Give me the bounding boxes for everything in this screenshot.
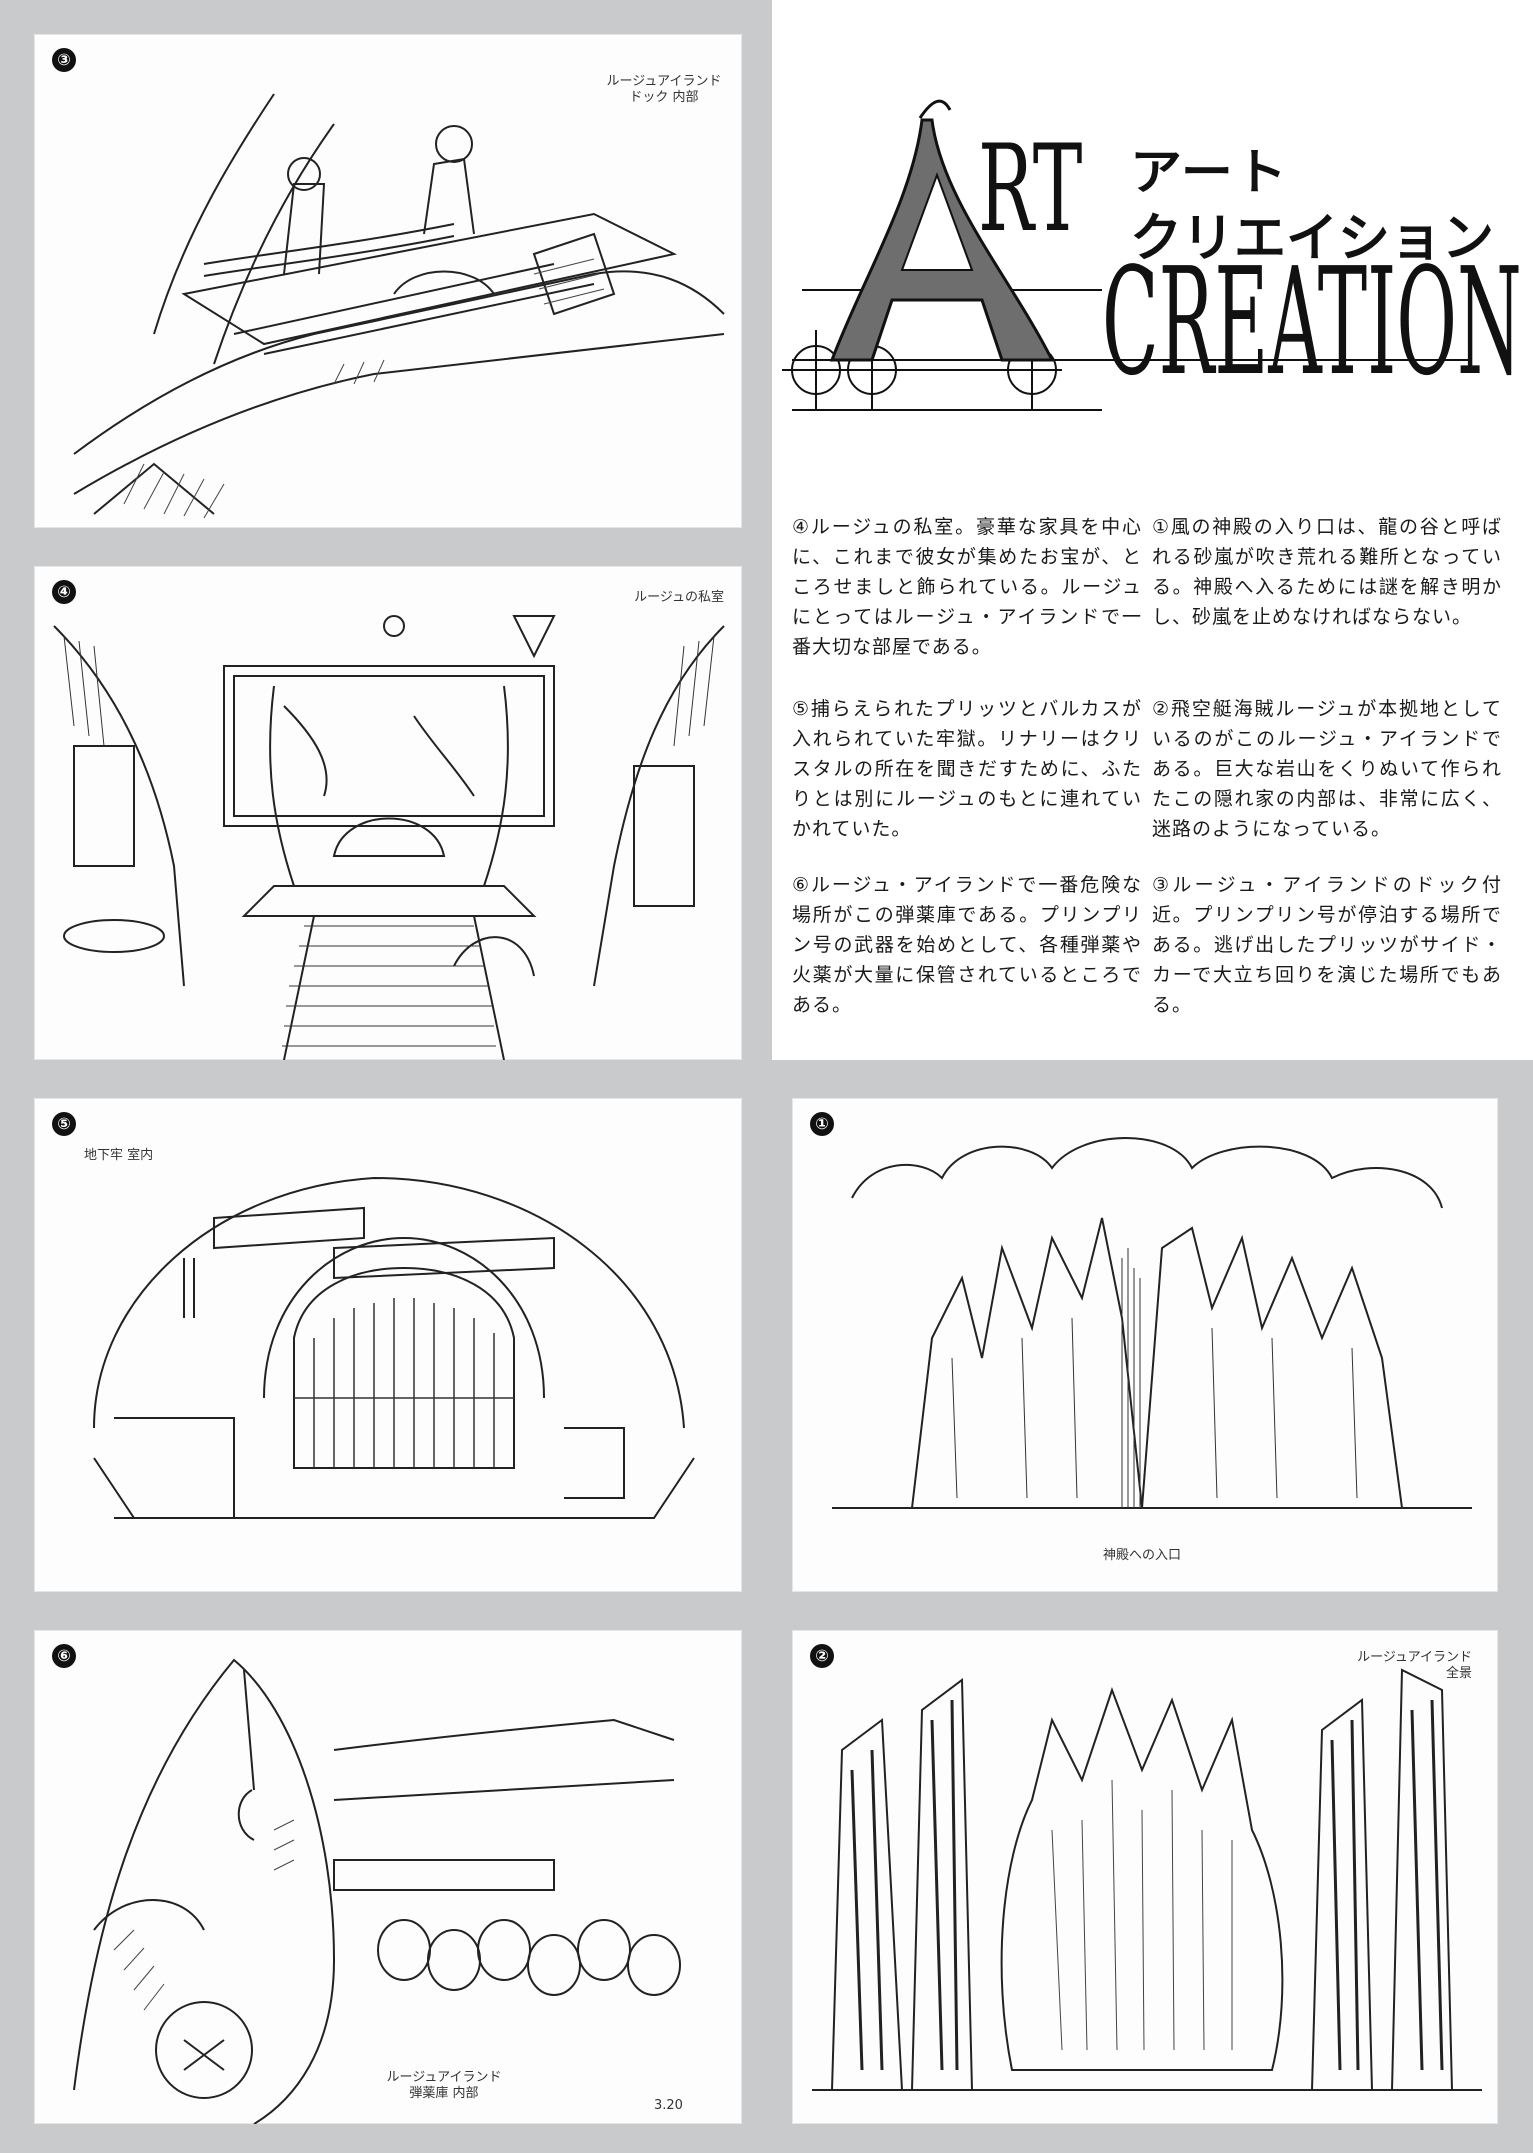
sketch-note: ルージュアイランド 弾薬庫 内部 [386, 2070, 502, 2101]
title-ornament [782, 99, 1472, 411]
sketch-note: ルージュアイランド ドック 内部 [606, 74, 722, 105]
sketch-note: 地下牢 室内 [84, 1148, 154, 1163]
sketch-panel-5: ⑤ 地下牢 室内 [34, 1098, 742, 1592]
panel-number: ② [810, 1644, 834, 1668]
description-1: ①風の神殿の入り口は、龍の谷と呼ばれる砂嵐が吹き荒れる難所となっている。神殿へ入… [1152, 516, 1502, 628]
description-5: ⑤捕らえられたプリッツとバルカスが入れられていた牢獄。リナリーはクリスタルの所在… [792, 698, 1142, 840]
wind-temple-sketch-illustration [832, 1137, 1472, 1509]
art-creation-title: RT アート クリエイション CREATION [772, 0, 1533, 470]
title-letters-rt: RT [978, 120, 1083, 259]
title-kana-line2: クリエイション [1130, 209, 1495, 269]
sketch-panel-1: ① 神殿への入口 [792, 1098, 1498, 1592]
sketch-panel-2: ② ルージュアイランド 全景 [792, 1630, 1498, 2124]
sketch-panel-6: ⑥ ルージュアイランド 弾薬庫 内部 3.20 [34, 1630, 742, 2124]
dock-sketch-illustration [73, 93, 725, 519]
panel-number: ③ [52, 48, 76, 72]
panel-number: ⑤ [52, 1112, 76, 1136]
sketch-panel-3: ③ ルージュアイランド ドック 内部 [34, 34, 742, 528]
dungeon-sketch-illustration [93, 1176, 695, 1519]
panel-number: ⑥ [52, 1644, 76, 1668]
sketch-date: 3.20 [654, 2098, 683, 2113]
sketch-panel-4: ④ ルージュの私室 [34, 566, 742, 1060]
description-2: ②飛空艇海賊ルージュが本拠地としているのがこのルージュ・アイランドである。巨大な… [1152, 698, 1502, 840]
sketch-note: ルージュの私室 [634, 590, 724, 605]
description-6: ⑥ルージュ・アイランドで一番危険な場所がこの弾薬庫である。プリンプリン号の武器を… [792, 874, 1142, 1016]
rouge-island-sketch-illustration [812, 1668, 1482, 2091]
article-text-area: RT アート クリエイション CREATION ④ルージュの私室。豪華な家具を中… [772, 0, 1533, 1060]
ammo-depot-sketch-illustration [73, 1658, 681, 2124]
panel-number: ① [810, 1112, 834, 1136]
description-3: ③ルージュ・アイランドのドック付近。プリンプリン号が停泊する場所である。逃げ出し… [1152, 874, 1502, 1016]
title-kana-line1: アート [1130, 144, 1289, 202]
description-4: ④ルージュの私室。豪華な家具を中心に、これまで彼女が集めたお宝が、ところせましと… [792, 516, 1142, 658]
title-word-creation: CREATION [1102, 236, 1522, 408]
rouge-room-sketch-illustration [53, 615, 725, 1060]
panel-number: ④ [52, 580, 76, 604]
sketch-note: ルージュアイランド 全景 [1357, 1650, 1472, 1681]
sketch-note: 神殿への入口 [1102, 1548, 1181, 1563]
